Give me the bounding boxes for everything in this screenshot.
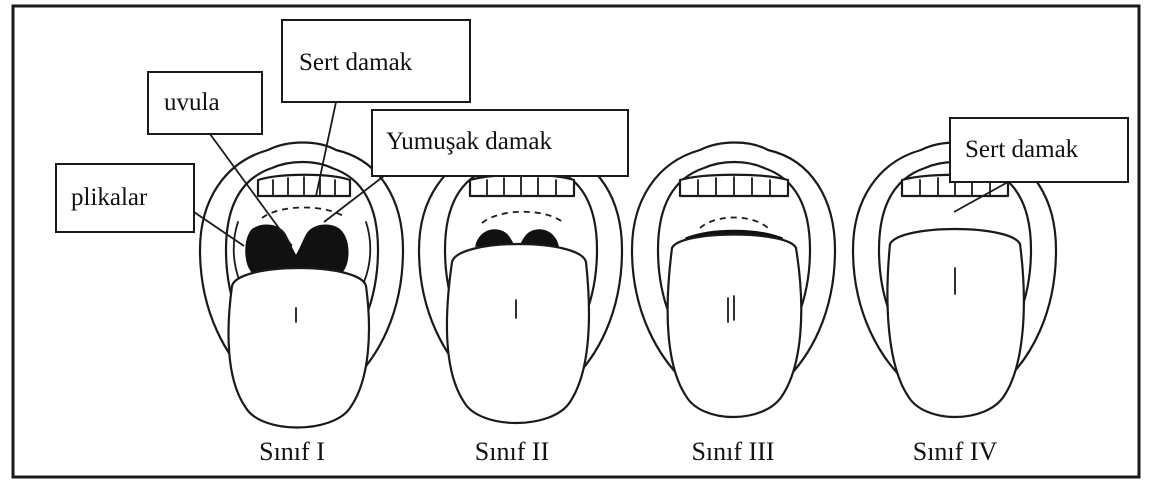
caption-class-4: Sınıf IV (913, 437, 998, 466)
tongue-3 (668, 235, 802, 418)
tongue-1 (229, 268, 369, 428)
caption-class-2: Sınıf II (475, 437, 549, 466)
caption-class-3: Sınıf III (691, 437, 774, 466)
mouth-class-2 (419, 143, 622, 424)
label-sert-damak-4: Sert damak (965, 136, 1079, 163)
tongue-4 (887, 229, 1023, 417)
label-plikalar: plikalar (71, 184, 148, 211)
label-uvula: uvula (164, 89, 220, 116)
label-sert-damak-1: Sert damak (299, 49, 413, 76)
mouth-class-3 (632, 143, 835, 418)
tongue-2 (447, 244, 589, 423)
mouth-class-4 (853, 143, 1056, 418)
label-yumusak-damak: Yumuşak damak (386, 128, 552, 155)
upper-teeth-2 (470, 175, 574, 196)
caption-class-1: Sınıf I (259, 437, 325, 466)
